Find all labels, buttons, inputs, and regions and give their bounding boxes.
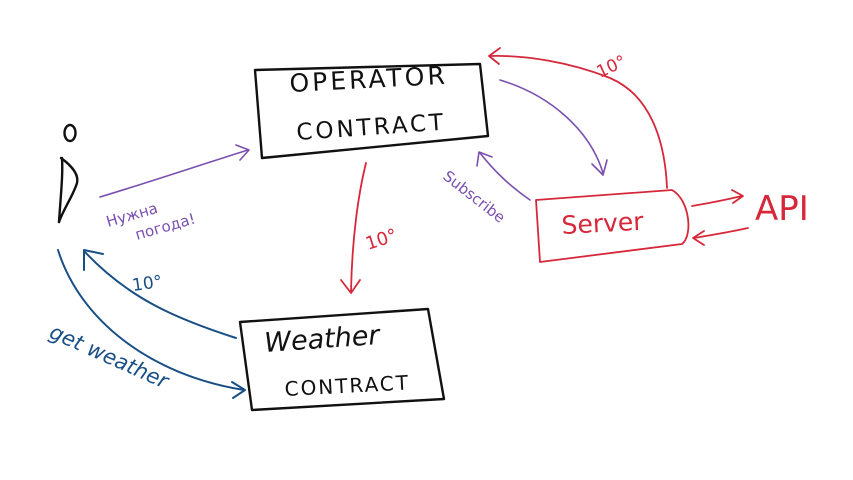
- server-to-operator-arrow: [488, 47, 668, 189]
- operator-contract-line1: OPERATOR: [289, 61, 449, 98]
- server-to-api-arrow: [691, 189, 744, 207]
- server-node: Server: [535, 189, 690, 263]
- weather-to-user-label: 10°: [131, 272, 164, 296]
- server-to-operator-label: 10°: [594, 52, 630, 83]
- operator-contract-node: OPERATOR CONTRACT: [253, 61, 490, 160]
- operator-to-server-arrow: [499, 79, 608, 176]
- user-to-weather-arrow: [57, 249, 246, 399]
- user-to-operator-arrow: [99, 144, 250, 198]
- server-label: Server: [561, 207, 645, 240]
- server-subscribe-label: Subscribe: [440, 167, 509, 227]
- operator-to-weather-arrow: [340, 162, 367, 294]
- weather-contract-line1: Weather: [263, 320, 382, 359]
- user-figure-icon: [57, 123, 79, 224]
- weather-to-user-arrow: [83, 249, 237, 339]
- api-to-server-arrow: [692, 227, 749, 246]
- weather-contract-node: Weather CONTRACT: [238, 307, 446, 412]
- user-to-weather-label: get weather: [46, 320, 173, 394]
- server-subscribe-arrow: [476, 151, 531, 201]
- api-label: API: [755, 189, 809, 229]
- operator-to-weather-label: 10°: [363, 225, 400, 255]
- weather-contract-line2: CONTRACT: [284, 370, 411, 401]
- operator-contract-line2: CONTRACT: [296, 110, 447, 146]
